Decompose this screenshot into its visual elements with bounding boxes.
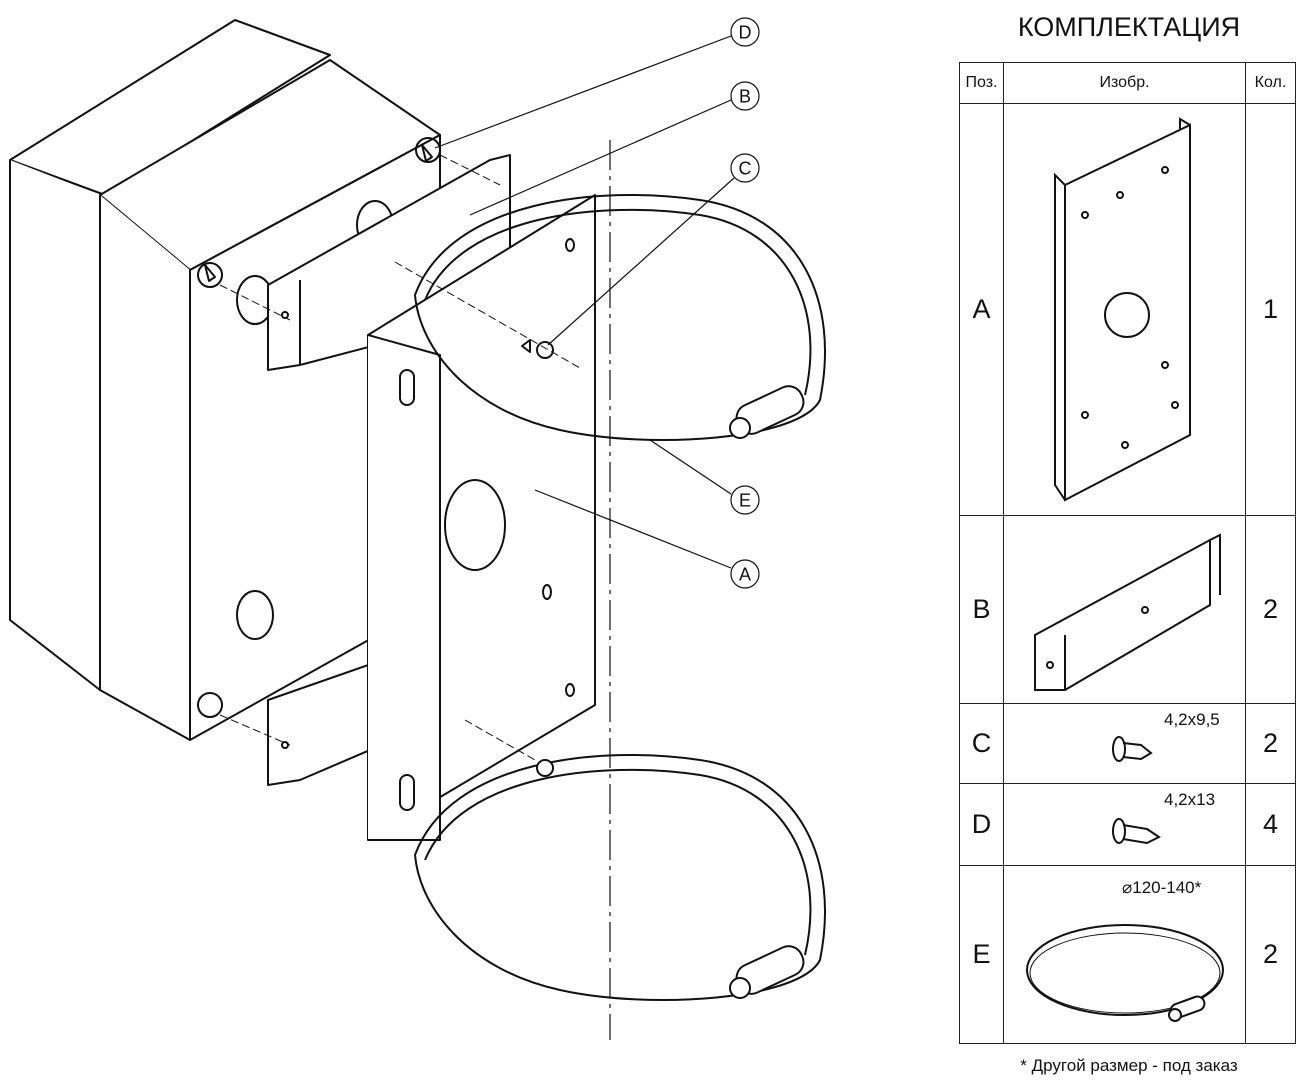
callout-c: C — [730, 153, 760, 183]
hose-clamp-e-top — [414, 193, 826, 441]
row-pos: E — [959, 865, 1004, 1044]
header-qty: Кол. — [1245, 62, 1296, 104]
part-image-plate — [1003, 103, 1246, 516]
screw-c-bottom — [536, 759, 554, 777]
svg-text:E: E — [739, 491, 751, 511]
header-pos: Поз. — [959, 62, 1004, 104]
row-qty: 1 — [1245, 103, 1296, 516]
table-row: C 4,2x9,5 2 — [959, 703, 1296, 784]
callout-d: D — [730, 17, 760, 47]
row-qty: 4 — [1245, 783, 1296, 866]
callout-e: E — [730, 485, 760, 515]
table-row: E ⌀120-140* 2 — [959, 865, 1296, 1044]
table-row: D 4,2x13 4 — [959, 783, 1296, 866]
svg-text:B: B — [739, 87, 751, 107]
screw-c-top — [521, 339, 554, 359]
screw-d — [204, 144, 433, 282]
part-image-screw-d: 4,2x13 — [1003, 783, 1246, 866]
header-image: Изобр. — [1003, 62, 1246, 104]
svg-text:A: A — [739, 565, 751, 585]
assembly-drawing: D B C E A — [9, 17, 826, 1040]
row-qty: 2 — [1245, 515, 1296, 704]
callout-a: A — [730, 559, 760, 589]
row-pos: A — [959, 103, 1004, 516]
row-pos: D — [959, 783, 1004, 866]
mounting-plate-a — [367, 194, 596, 841]
callout-b: B — [730, 81, 760, 111]
svg-text:C: C — [739, 159, 752, 179]
part-image-bracket — [1003, 515, 1246, 704]
table-title: КОМПЛЕКТАЦИЯ — [1017, 12, 1241, 42]
svg-text:D: D — [739, 23, 752, 43]
part-image-clamp: ⌀120-140* — [1003, 865, 1246, 1044]
table-row: B 2 — [959, 515, 1296, 704]
row-qty: 2 — [1245, 703, 1296, 784]
row-qty: 2 — [1245, 865, 1296, 1044]
screw-c-size: 4,2x9,5 — [1164, 710, 1220, 729]
part-image-screw-c: 4,2x9,5 — [1003, 703, 1246, 784]
assembly-guides — [219, 154, 581, 761]
clamp-size: ⌀120-140* — [1122, 878, 1202, 897]
screw-d-size: 4,2x13 — [1164, 790, 1216, 809]
hose-clamp-e-bottom — [414, 753, 826, 1001]
table-row: A 1 — [959, 103, 1296, 516]
row-pos: C — [959, 703, 1004, 784]
row-pos: B — [959, 515, 1004, 704]
table-header: Поз. Изобр. Кол. — [959, 62, 1296, 104]
footnote: * Другой размер - под заказ — [1020, 1056, 1238, 1075]
parts-table: Поз. Изобр. Кол. A 1 B 2 C — [959, 62, 1296, 1044]
